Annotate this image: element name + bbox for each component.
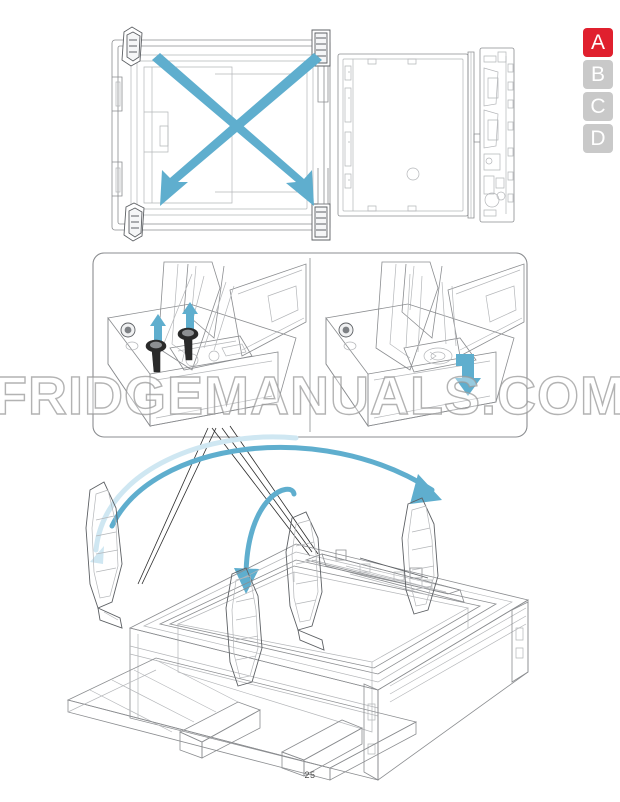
arrow-diagonal-down-left [160,53,322,206]
screw-right [177,327,199,361]
arrow-screw-up-right [182,302,198,336]
arrow-diagonal-down-right [152,53,314,206]
figure-hinge-detail-callout [92,252,528,438]
hinge-arm-far-right [401,497,439,615]
section-tab-b-label: B [590,63,605,86]
section-tab-a-label: A [590,31,605,54]
section-tab-c-label: C [590,95,606,118]
section-tab-rail: A B C D [583,28,613,153]
section-tab-d[interactable]: D [583,124,613,153]
section-tab-b[interactable]: B [583,60,613,89]
detail-right-hinge [325,261,525,428]
figure-cabinet-hinge-installation [60,425,560,781]
arrow-hinge-seat-down [455,354,481,396]
page-number: 25 [304,770,316,780]
section-tab-a[interactable]: A [583,28,613,57]
screw-left [145,339,167,373]
arrow-screw-up-left [150,314,166,348]
section-tab-d-label: D [590,127,606,150]
arrow-lid-rotate-small [234,486,297,594]
hinge-arm-right [285,511,325,651]
section-tab-c[interactable]: C [583,92,613,121]
arrow-lid-rotate-large [109,444,442,529]
detail-left-screws [107,261,307,428]
hinge-arm-left [85,481,123,629]
shipping-pallet [66,657,418,781]
figure-lid-top-view [100,22,520,250]
